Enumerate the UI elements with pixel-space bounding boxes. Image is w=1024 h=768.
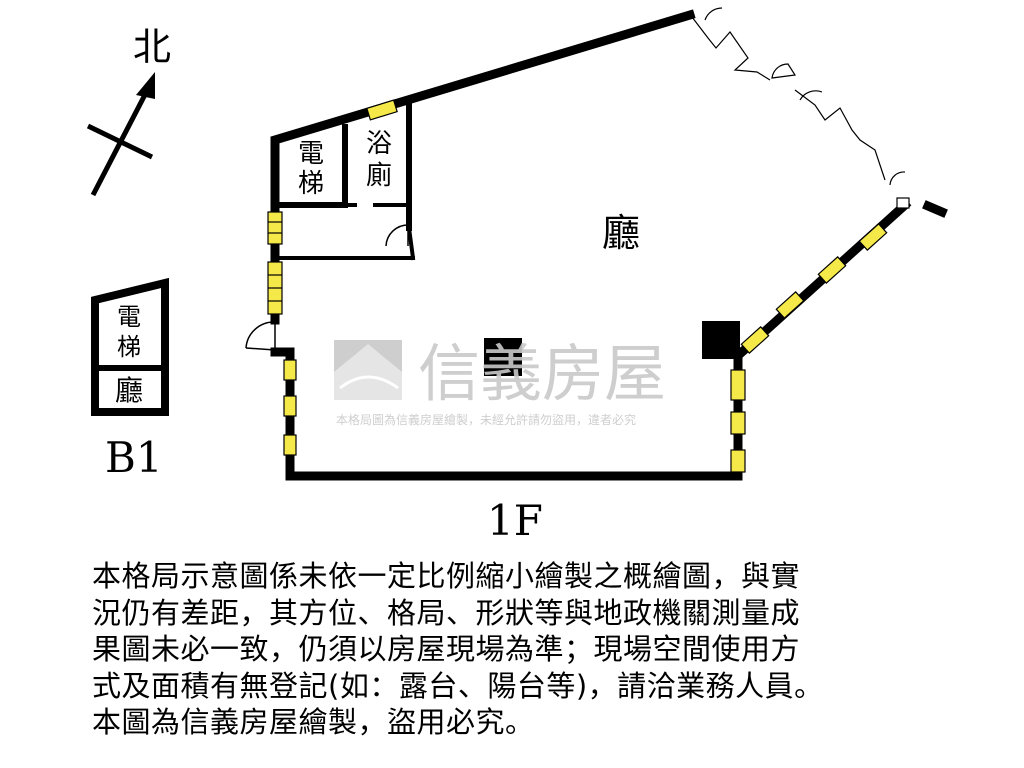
disclaimer-line: 果圖未必一致，仍須以房屋現場為準；現場空間使用方 [92,632,801,666]
b1-elevator-label-2: 梯 [117,333,141,361]
disclaimer-line: 本圖為信義房屋繪製，盜用必究。 [92,705,535,739]
floor-label-1f: 1F [487,496,543,545]
disclaimer-line: 式及面積有無登記(如：露台、陽台等)，請洽業務人員。 [92,668,824,703]
b1-elevator-label-1: 電 [117,303,141,331]
bathroom-label-2: 廁 [366,161,392,191]
disclaimer-line: 本格局示意圖係未依一定比例縮小繪製之概繪圖，與實 [92,559,801,593]
watermark-brand: 信義房屋 [418,337,666,410]
elevator-label-2: 梯 [298,169,324,199]
watermark: 信義房屋 本格局圖為信義房屋繪製，未經允許請勿盜用，違者必究 [334,337,666,427]
watermark-logo [334,340,402,400]
bathroom-door [385,224,409,247]
disclaimer: 本格局示意圖係未依一定比例縮小繪製之概繪圖，與實 況仍有差距，其方位、格局、形狀… [92,558,932,741]
column-left [484,338,522,376]
north-compass: 北 [86,25,171,197]
north-label: 北 [133,25,171,69]
b1-plan: 電 梯 廳 [91,277,169,416]
column-right [702,321,740,359]
folding-doors [691,7,910,209]
b1-hall-label: 廳 [115,374,143,407]
hall-label-1f: 廳 [602,211,640,255]
windows [267,99,888,473]
elevator-label-1: 電 [298,139,324,169]
entrance-door [245,321,276,351]
disclaimer-line: 況仍有差距，其方位、格局、形狀等與地政機關測量成 [92,595,801,630]
watermark-notice: 本格局圖為信義房屋繪製，未經允許請勿盜用，違者必究 [336,412,636,427]
bathroom-label-1: 浴 [366,129,392,159]
floor-label-b1: B1 [105,433,163,482]
